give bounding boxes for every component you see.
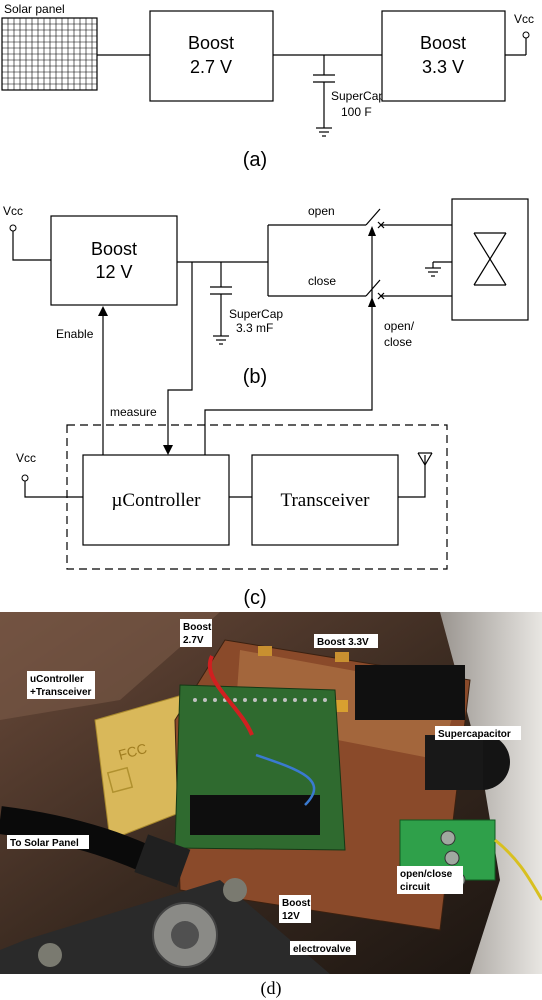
label-boost27-value: 2.7V xyxy=(183,635,204,646)
boost-12v-label: Boost xyxy=(91,239,137,259)
panel-a: Solar panel Boost 2.7 V SuperCap 100 F B… xyxy=(1,2,534,171)
solar-panel-icon xyxy=(1,17,98,91)
measure-label: measure xyxy=(110,405,157,419)
fcc-marking: FCC xyxy=(117,740,149,763)
transceiver-label: Transceiver xyxy=(281,490,371,511)
boost-2-7v-label: Boost xyxy=(188,33,234,53)
vcc-terminal-icon xyxy=(522,31,530,39)
label-open-close-circuit: circuit xyxy=(400,882,431,893)
ucontroller-block xyxy=(82,454,230,546)
label-supercapacitor: Supercapacitor xyxy=(438,729,511,740)
ic-chip xyxy=(190,795,320,835)
boost-12v-value: 12 V xyxy=(95,262,132,282)
caption-a: (a) xyxy=(243,149,267,171)
ucontroller-label: µController xyxy=(111,490,201,511)
label-transceiver: +Transceiver xyxy=(30,687,92,698)
valve-icon xyxy=(473,232,507,286)
solar-panel-label: Solar panel xyxy=(4,2,65,16)
arrow-head-icon xyxy=(98,306,108,316)
vcc-label: Vcc xyxy=(514,12,534,26)
label-boost12: Boost xyxy=(282,898,311,909)
red-wire xyxy=(207,655,254,736)
blue-wire xyxy=(255,753,316,806)
photo-labels: Boost 2.7V Boost 3.3V uController +Trans… xyxy=(7,619,521,955)
arrow-head-icon xyxy=(368,297,376,307)
close-label: close xyxy=(308,274,336,288)
label-ucontroller: uController xyxy=(30,674,84,685)
boost-3-3v-block xyxy=(381,10,506,102)
open-close-value: close xyxy=(384,335,412,349)
switch-close-icon xyxy=(365,279,452,300)
supercap-100f-label: SuperCap xyxy=(331,89,385,103)
open-close-label: open/ xyxy=(384,319,415,333)
antenna-icon xyxy=(417,452,433,466)
transceiver-block xyxy=(251,454,399,546)
arrow-head-icon xyxy=(163,445,173,455)
label-to-solar-panel: To Solar Panel xyxy=(10,838,79,849)
black-connector xyxy=(355,665,465,720)
caption-b: (b) xyxy=(243,366,267,388)
label-boost12-value: 12V xyxy=(282,911,300,922)
label-open-close: open/close xyxy=(400,869,453,880)
ground-icon xyxy=(425,261,452,277)
measure-line xyxy=(167,262,193,446)
supercap-3-3mf-label: SuperCap xyxy=(229,307,283,321)
supercap-3-3mf-symbol xyxy=(210,262,232,345)
boost-2-7v-block xyxy=(149,10,274,102)
wire xyxy=(24,481,83,498)
vcc-terminal-icon xyxy=(9,224,17,232)
caption-c: (c) xyxy=(243,587,266,609)
panel-b: Vcc Boost 12 V SuperCap 3.3 mF open clos… xyxy=(3,198,529,455)
panel-d-photo: FCC xyxy=(0,612,542,974)
supercap-100f-symbol xyxy=(313,55,335,137)
supercap-3-3mf-value: 3.3 mF xyxy=(236,321,273,335)
wire xyxy=(12,231,51,261)
boost-3-3v-label: Boost xyxy=(420,33,466,53)
yellow-wire xyxy=(494,838,542,901)
vcc-terminal-icon xyxy=(21,474,29,482)
switch-open-icon xyxy=(365,208,452,229)
boost-2-7v-value: 2.7 V xyxy=(190,57,232,77)
label-boost27: Boost xyxy=(183,622,212,633)
open-label: open xyxy=(308,204,335,218)
caption-d: (d) xyxy=(261,978,282,999)
enable-label: Enable xyxy=(56,327,94,341)
label-electrovalve: electrovalve xyxy=(293,944,351,955)
arrow-head-icon xyxy=(368,226,376,236)
smd-component xyxy=(335,652,349,662)
vcc-label: Vcc xyxy=(3,204,23,218)
boost-12v-block xyxy=(50,215,178,306)
wire xyxy=(398,455,426,498)
label-boost33: Boost 3.3V xyxy=(317,637,369,648)
control-line xyxy=(204,400,373,455)
panel-c: measure Vcc µController Transceiver (c) xyxy=(16,262,448,609)
boost-3-3v-value: 3.3 V xyxy=(422,57,464,77)
vcc-label: Vcc xyxy=(16,451,36,465)
smd-component xyxy=(258,646,272,656)
supercap-100f-value: 100 F xyxy=(341,105,372,119)
